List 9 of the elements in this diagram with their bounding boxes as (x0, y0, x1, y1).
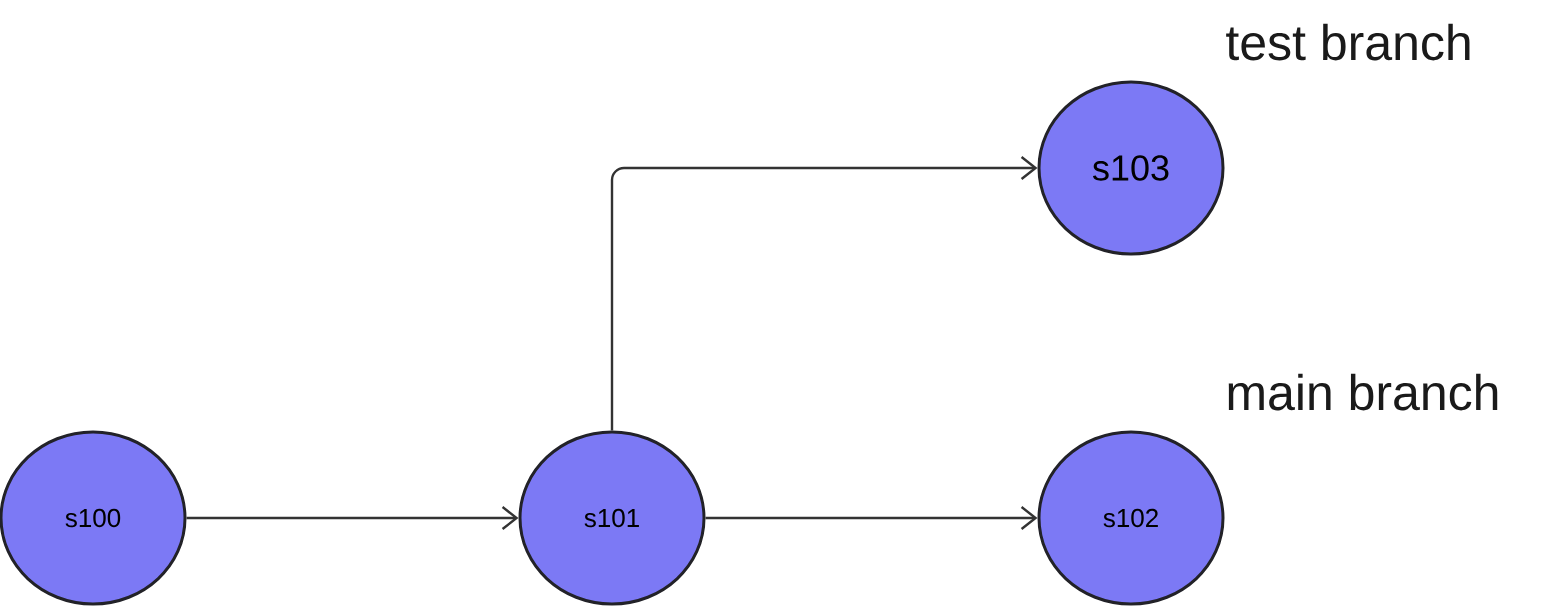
arrow (610, 156, 1038, 431)
branch-label: test branch (1226, 23, 1470, 61)
arrow (186, 506, 519, 530)
ellipse-node: s103 (1037, 80, 1225, 256)
branch-label: main branch (1228, 373, 1498, 411)
ellipse-node: s102 (1037, 430, 1225, 606)
ellipse-node: s101 (518, 430, 706, 606)
ellipse-node: s100 (0, 430, 187, 606)
arrow (705, 506, 1038, 530)
